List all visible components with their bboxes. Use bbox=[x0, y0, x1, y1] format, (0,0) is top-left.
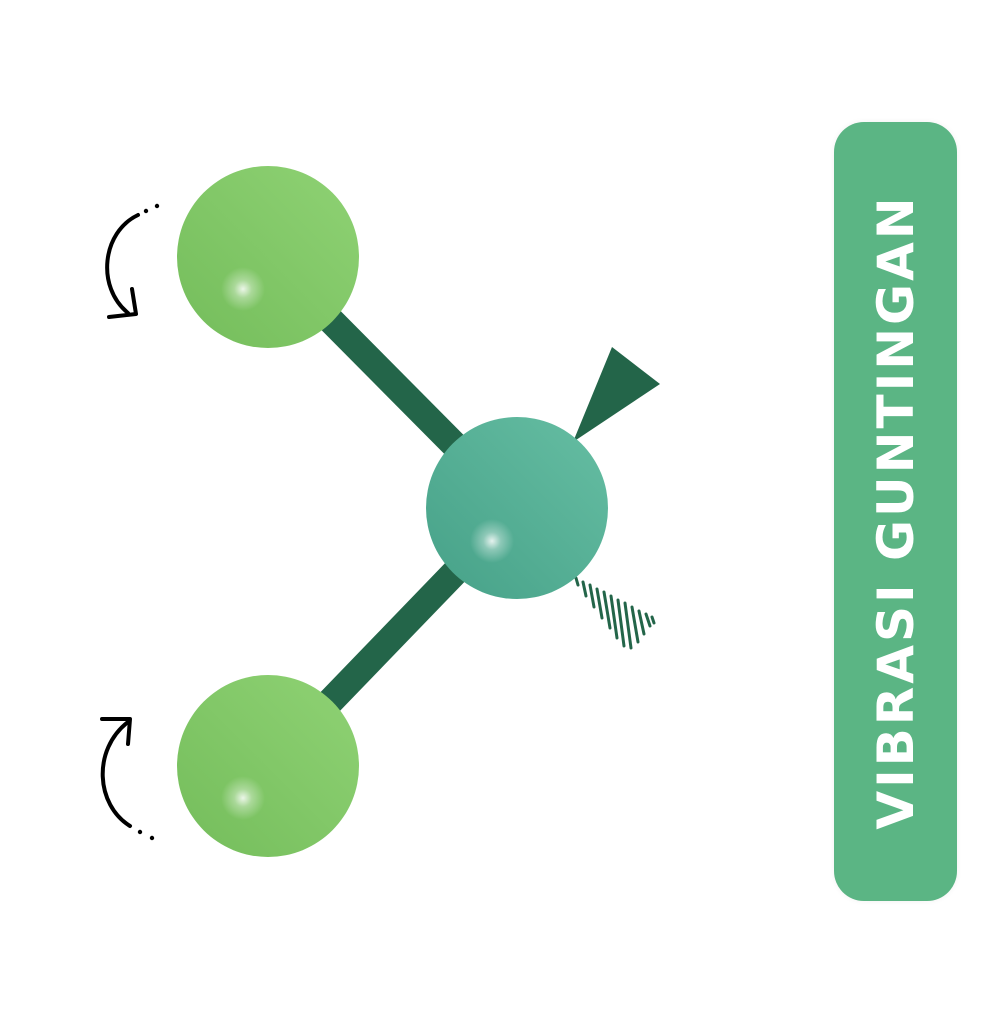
diagram-title: VIBRASI GUNTINGAN bbox=[866, 193, 925, 830]
bottom-atom bbox=[177, 675, 359, 857]
central-atom bbox=[426, 417, 608, 599]
title-banner: VIBRASI GUNTINGAN bbox=[834, 122, 957, 901]
hashed-bond bbox=[574, 576, 656, 650]
rotation-arrow-icon bbox=[100, 717, 155, 841]
wedge-bond bbox=[573, 347, 660, 442]
rotation-arrow-icon bbox=[105, 203, 160, 319]
top-atom bbox=[177, 166, 359, 348]
